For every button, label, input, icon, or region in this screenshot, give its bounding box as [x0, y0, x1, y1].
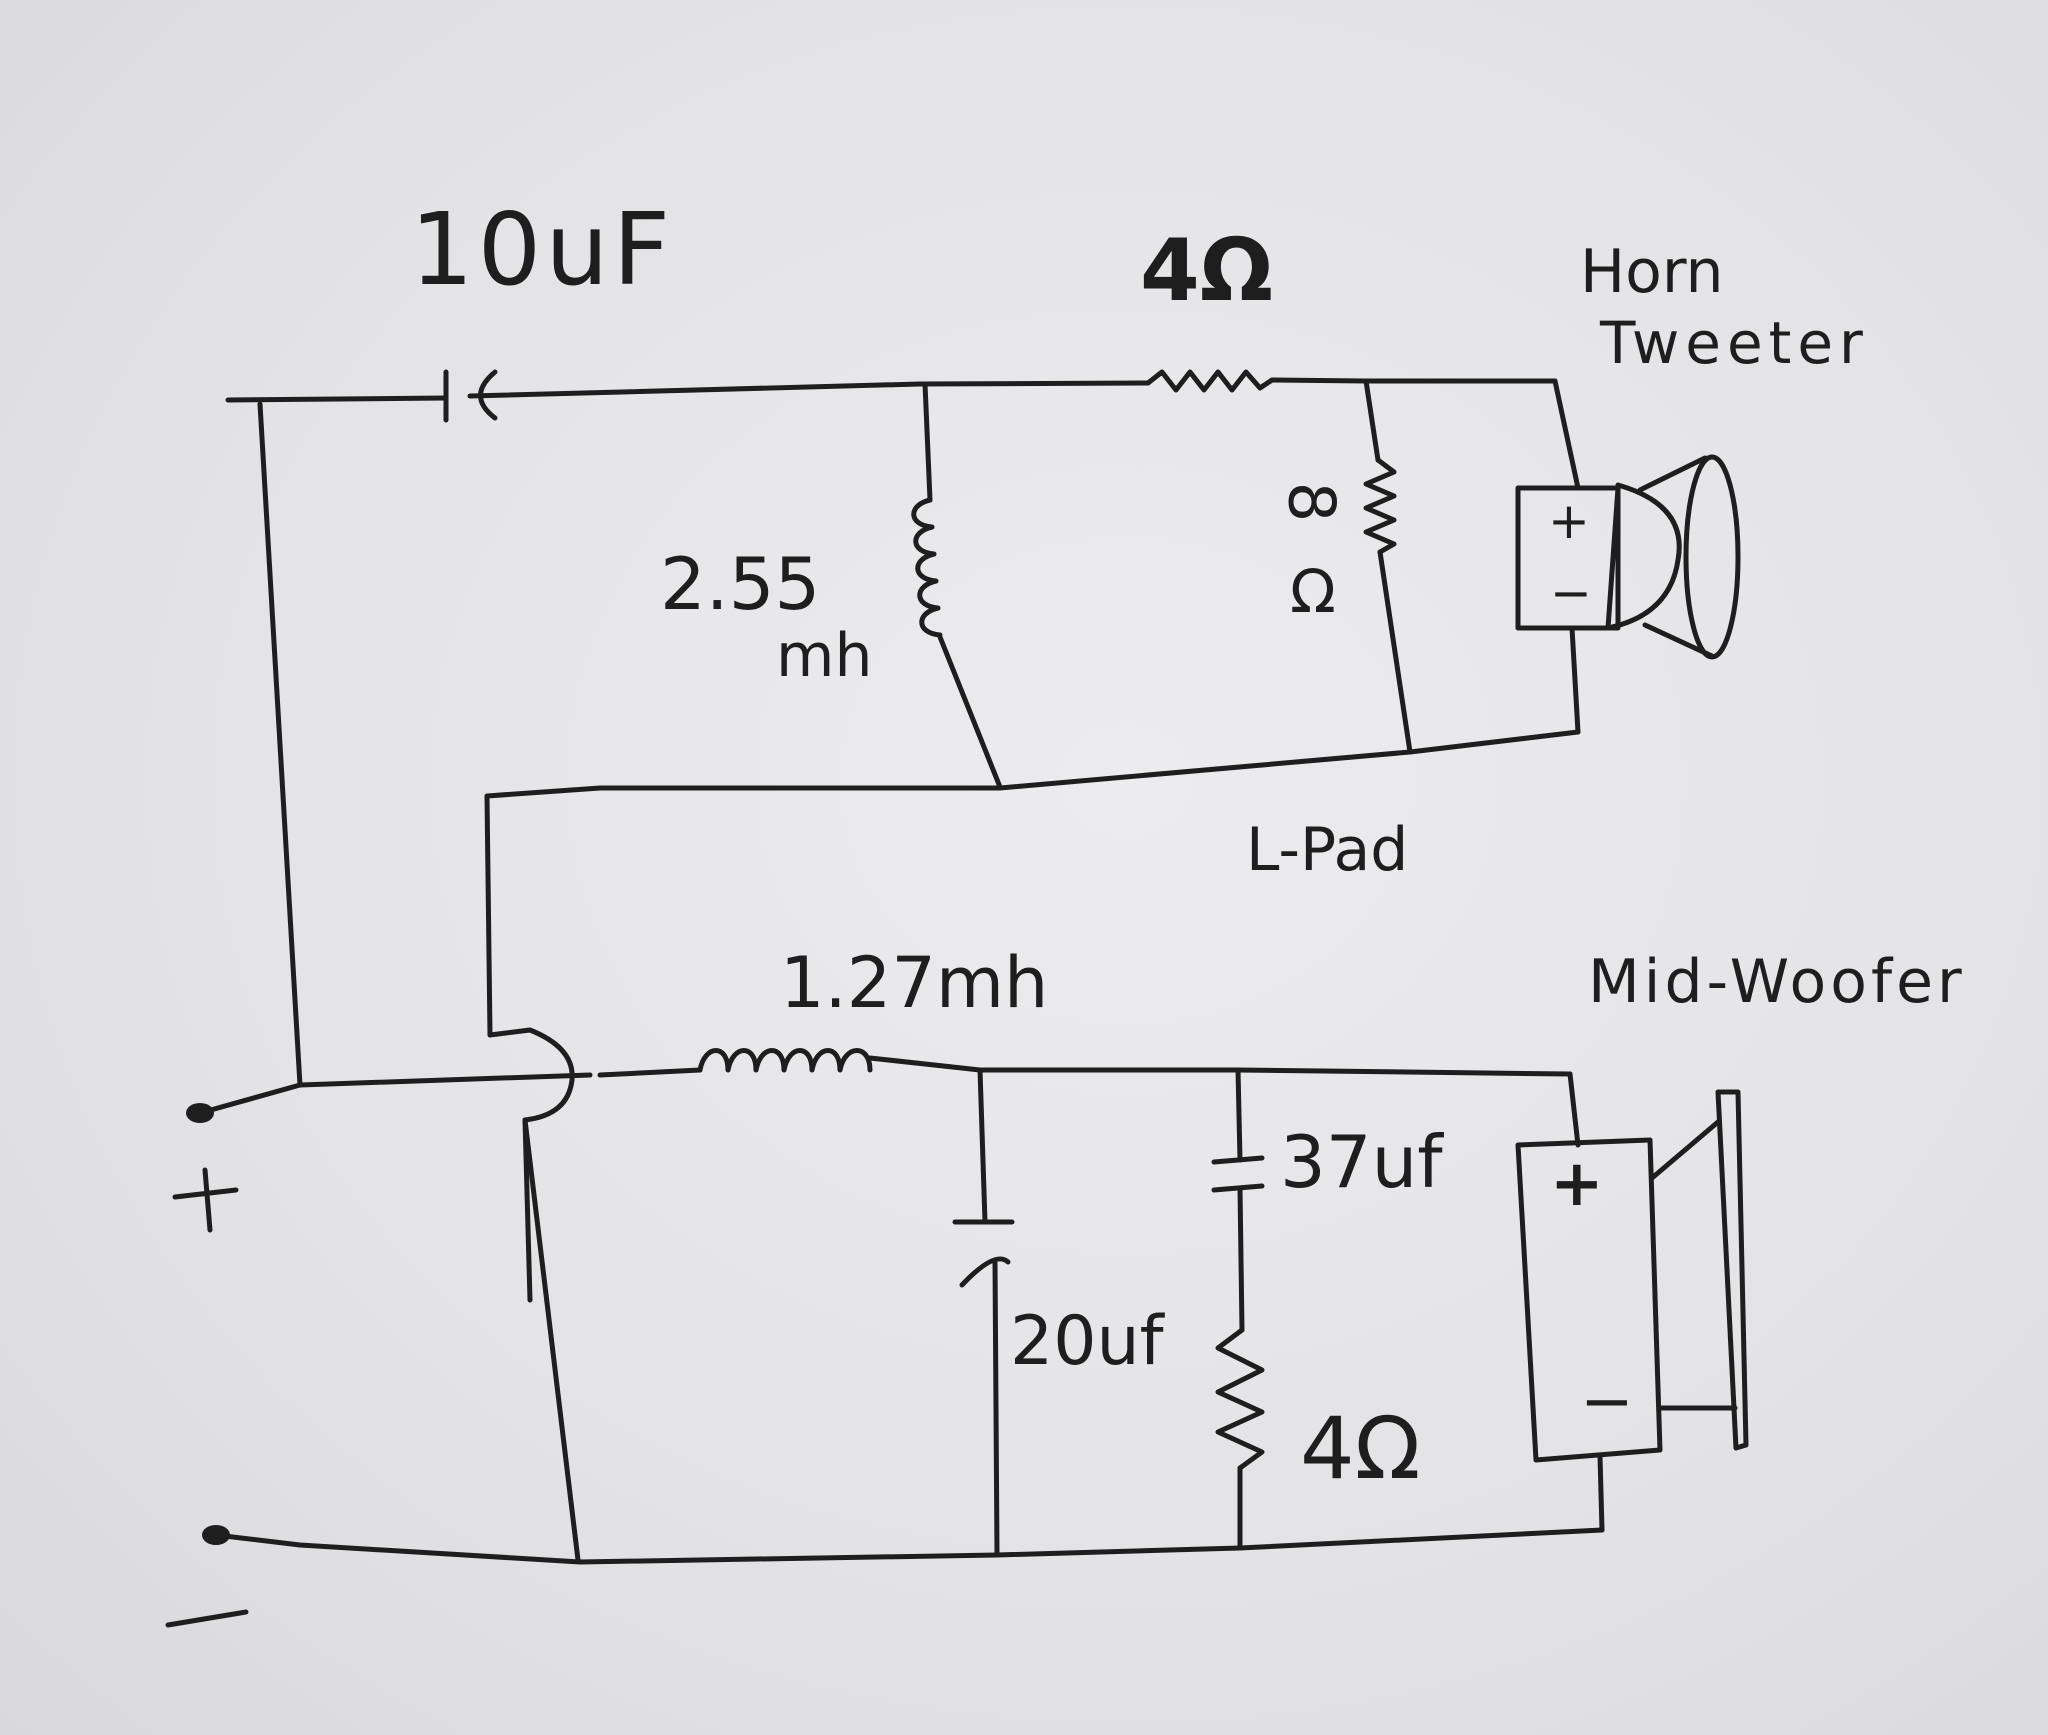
wire-top-right [1269, 377, 1558, 384]
wire-top-left [225, 395, 449, 403]
wire-bottom-left-vertical [522, 1117, 581, 1563]
label-terminal-plus: + [150, 1160, 151, 1161]
label-2.55-unit: mh [776, 621, 873, 691]
wire-tweeter-plus [1552, 378, 1581, 491]
label-woofer-minus: − [1580, 1365, 1634, 1439]
wire-lpad-top [1363, 378, 1381, 463]
terminal-plus-dot [186, 1103, 214, 1123]
label-tweeter: Tweeter [1600, 309, 1869, 377]
wire-tweeter-return [484, 729, 1581, 1038]
resistor-8ohm [1363, 457, 1397, 555]
label-tweeter-plus: + [1548, 492, 1590, 550]
wire-left-bus [257, 401, 303, 1088]
wire-lpad-bottom [1377, 549, 1413, 755]
wire-plus-input [197, 1072, 593, 1116]
wire-20uf-bottom [992, 1259, 1000, 1558]
label-1.27mh: 1.27mh [780, 942, 1049, 1024]
capacitor-20uf [952, 1219, 1015, 1288]
label-lpad: L-Pad [1246, 815, 1409, 885]
wire-37uf-top [1235, 1067, 1243, 1163]
resistor-4ohm-bottom [1215, 1327, 1265, 1471]
label-2.55: 2.55 [660, 542, 821, 626]
wire-bottom-return [213, 1527, 1605, 1565]
inductor-1.27mh [697, 1048, 873, 1073]
label-horn: Horn [1580, 237, 1724, 307]
terminal-minus-sign [165, 1609, 249, 1628]
wire-woofer-top [867, 1055, 1573, 1077]
label-10uf: 10uF [410, 191, 675, 308]
label-tweeter-minus: − [1550, 564, 1592, 622]
label-midwoofer: Mid-Woofer [1588, 947, 1966, 1017]
wire-20uf-top [977, 1067, 988, 1225]
label-20uf: 20uf [1010, 1302, 1164, 1381]
label-8: 8 [1273, 481, 1348, 523]
wire-37uf-to-resistor [1237, 1185, 1245, 1333]
wire-top-mid [467, 380, 1151, 399]
wire-tweeter-minus [1569, 625, 1581, 735]
wire-to-inductor-127 [597, 1067, 703, 1078]
label-4ohm-top: 4Ω [1140, 221, 1273, 321]
wire-inductor-255-top [922, 381, 933, 503]
wire-inductor-255-bottom [937, 634, 1003, 790]
capacitor-37uf [1211, 1155, 1265, 1193]
label-37uf: 37uf [1280, 1120, 1443, 1204]
label-woofer-plus: + [1550, 1147, 1604, 1221]
label-4ohm-bottom: 4Ω [1300, 1399, 1421, 1499]
inductor-2.55mh [911, 497, 943, 638]
label-8-ohm: Ω [1290, 557, 1336, 627]
wire-woofer-plus [1567, 1071, 1581, 1148]
wire-hop-over [487, 1027, 575, 1303]
terminal-plus-sign [172, 1167, 239, 1233]
horn-tweeter-symbol [1515, 454, 1741, 660]
wire-woofer-minus [1597, 1453, 1605, 1533]
label-terminal-minus: − [150, 1600, 151, 1601]
mid-woofer-symbol [1515, 1089, 1749, 1463]
resistor-4ohm-top [1145, 369, 1275, 393]
